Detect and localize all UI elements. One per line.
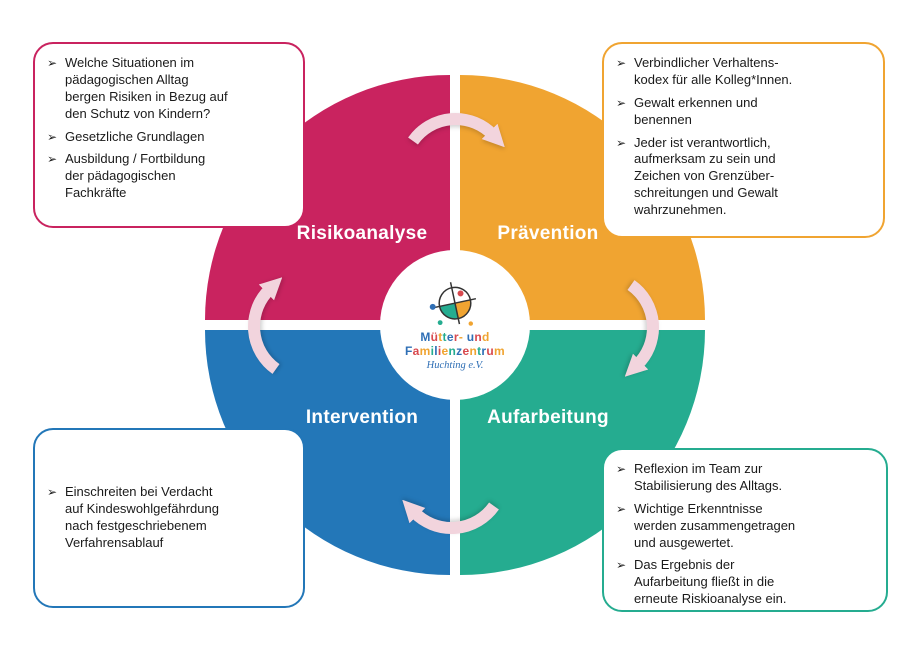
list-item: ➢ Das Ergebnis der Aufarbeitung fließt i… [616,557,874,608]
list-item: ➢ Welche Situationen im pädagogischen Al… [47,55,291,123]
arrow-bullet-icon: ➢ [616,462,627,476]
list-item: ➢ Gewalt erkennen und benennen [616,95,871,129]
list-item: ➢ Reflexion im Team zur Stabilisierung d… [616,461,874,495]
list-item: ➢ Einschreiten bei Verdacht auf Kindeswo… [47,484,219,552]
arrow-bullet-icon: ➢ [616,56,627,70]
quadrant-label-aufarbeitung: Aufarbeitung [487,407,609,428]
arrow-bullet-icon: ➢ [616,95,627,110]
bullet-text: Verbindlicher Verhaltens- kodex für alle… [634,55,793,87]
bullet-text: Gesetzliche Grundlagen [65,128,205,144]
arrow-bullet-icon: ➢ [616,501,627,516]
bullet-text: Gewalt erkennen und benennen [634,94,758,127]
logo-text-line1: Mütter- und [420,330,490,345]
cycle-arrow-left [222,277,283,377]
cycle-arrow-right [624,277,685,377]
bullet-text: Das Ergebnis der Aufarbeitung fließt in … [634,557,787,607]
center-logo: Mütter- und Familienzentrum Huchting e.V… [380,250,530,400]
list-item: ➢ Verbindlicher Verhaltens- kodex für al… [616,55,871,89]
list-item: ➢ Ausbildung / Fortbildung der pädagogis… [47,151,291,202]
list-item: ➢ Wichtige Erkenntnisse werden zusammeng… [616,501,874,552]
cycle-arrow-bottom [402,499,502,560]
arrow-bullet-icon: ➢ [616,135,627,150]
info-box-risikoanalyse: ➢ Welche Situationen im pädagogischen Al… [33,42,305,228]
info-box-intervention: ➢ Einschreiten bei Verdacht auf Kindeswo… [33,428,305,608]
arrow-bullet-icon: ➢ [47,56,58,70]
bullet-text: Reflexion im Team zur Stabilisierung des… [634,461,783,493]
quadrant-label-intervention: Intervention [305,407,419,428]
info-box-praevention: ➢ Verbindlicher Verhaltens- kodex für al… [602,42,885,238]
arrow-bullet-icon: ➢ [47,485,58,500]
arrow-bullet-icon: ➢ [47,129,58,144]
quadrant-label-risikoanalyse: Risikoanalyse [296,223,428,244]
logo-compass-icon [429,282,477,327]
cycle-arrow-top [405,87,505,148]
logo-text-line3: Huchting e.V. [426,359,484,371]
quadrant-label-praevention: Prävention [497,223,599,244]
logo-text-line2: Familienzentrum [405,344,505,358]
bullet-text: Wichtige Erkenntnisse werden zusammenget… [634,500,796,550]
arrow-bullet-icon: ➢ [616,558,627,573]
bullet-text: Ausbildung / Fortbildung der pädagogisch… [65,151,206,201]
bullet-text: Welche Situationen im pädagogischen Allt… [65,55,228,121]
list-item: ➢ Gesetzliche Grundlagen [47,129,291,146]
bullet-text: Jeder ist verantwortlich, aufmerksam zu … [634,134,778,218]
info-box-aufarbeitung: ➢ Reflexion im Team zur Stabilisierung d… [602,448,888,612]
list-item: ➢ Jeder ist verantwortlich, aufmerksam z… [616,135,871,219]
arrow-bullet-icon: ➢ [47,152,58,167]
bullet-text: Einschreiten bei Verdacht auf Kindeswohl… [65,484,219,550]
